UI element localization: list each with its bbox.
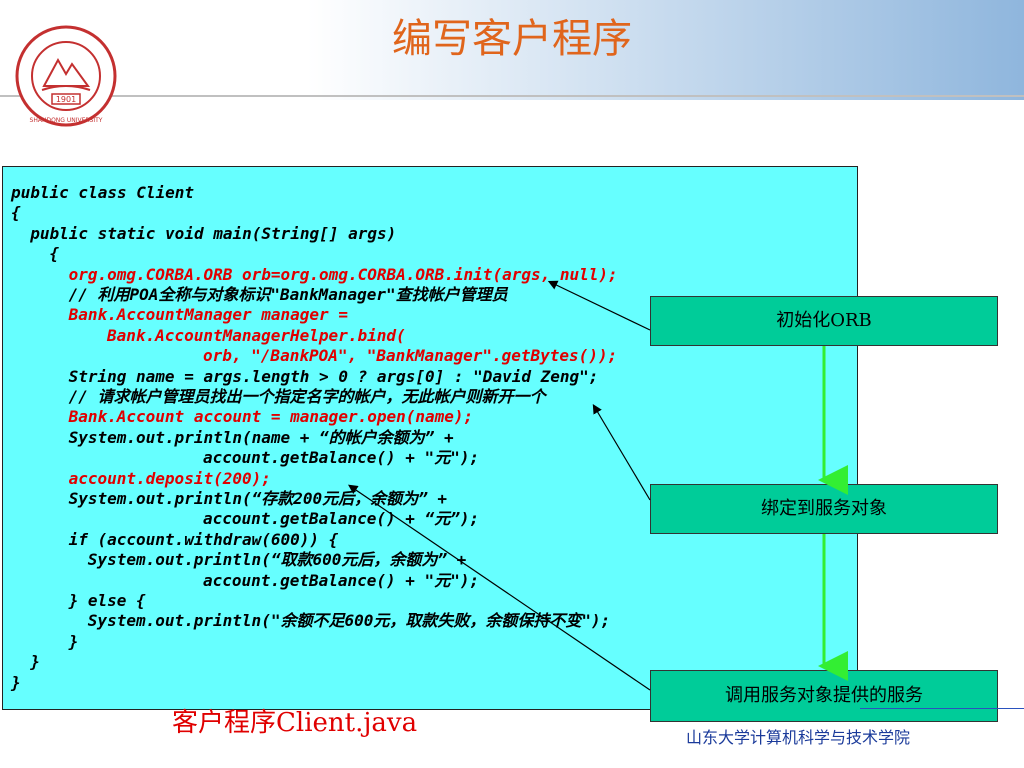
code-line: } — [68, 631, 79, 651]
code-line: } — [30, 652, 40, 672]
caption: 客户程序Client.java — [172, 708, 418, 738]
logo-ring-text: SHANDONG UNIVERSITY — [30, 117, 103, 124]
code-line: { — [49, 244, 60, 264]
callout-bind: 绑定到服务对象 — [650, 484, 998, 534]
code-line: Bank.AccountManagerHelper.bind( — [107, 325, 406, 345]
code-line: Bank.Account account = manager.open(name… — [68, 407, 474, 427]
university-logo: 1901 SHANDONG UNIVERSITY — [15, 25, 117, 127]
slide-title: 编写客户程序 — [392, 16, 632, 62]
code-line: orb, "/BankPOA", "BankManager".getBytes(… — [203, 346, 618, 366]
callout-invoke: 调用服务对象提供的服务 — [650, 670, 998, 722]
code-line: account.getBalance() + "元"); — [203, 448, 480, 468]
code-line: } — [11, 672, 21, 692]
logo-year: 1901 — [56, 95, 76, 104]
code-panel: public class Client{public static void m… — [2, 166, 858, 710]
code-line: System.out.println(name + “的帐户余额为” + — [68, 427, 454, 447]
code-line: public static void main(String[] args) — [30, 223, 397, 243]
code-line: account.deposit(200); — [68, 468, 271, 488]
code-line: } else { — [68, 591, 146, 610]
header-divider — [0, 95, 1024, 97]
code-line: org.omg.CORBA.ORB orb=org.omg.CORBA.ORB.… — [68, 264, 618, 284]
code-line: { — [11, 203, 21, 223]
code-line: // 请求帐户管理员找出一个指定名字的帐户，无此帐户则新开一个 — [68, 387, 546, 406]
code-line: public class Client — [11, 183, 195, 202]
code-line: account.getBalance() + “元”); — [203, 509, 480, 529]
header-band — [0, 0, 1024, 100]
code-line: Bank.AccountManager manager = — [68, 305, 348, 325]
code-line: System.out.println("余额不足600元，取款失败，余额保持不变… — [87, 611, 611, 631]
code-line: System.out.println(“存款200元后，余额为” + — [68, 489, 448, 508]
code-line: String name = args.length > 0 ? args[0] … — [68, 366, 599, 386]
code-line: account.getBalance() + "元"); — [203, 570, 480, 590]
callout-init-orb: 初始化ORB — [650, 296, 998, 346]
footer-rule — [860, 708, 1024, 709]
code-line: // 利用POA全称与对象标识"BankManager"查找帐户管理员 — [68, 285, 508, 304]
code-line: if (account.withdraw(600)) { — [68, 529, 339, 549]
code-line: System.out.println(“取款600元后，余额为” + — [87, 550, 467, 570]
footer-text: 山东大学计算机科学与技术学院 — [686, 728, 911, 747]
